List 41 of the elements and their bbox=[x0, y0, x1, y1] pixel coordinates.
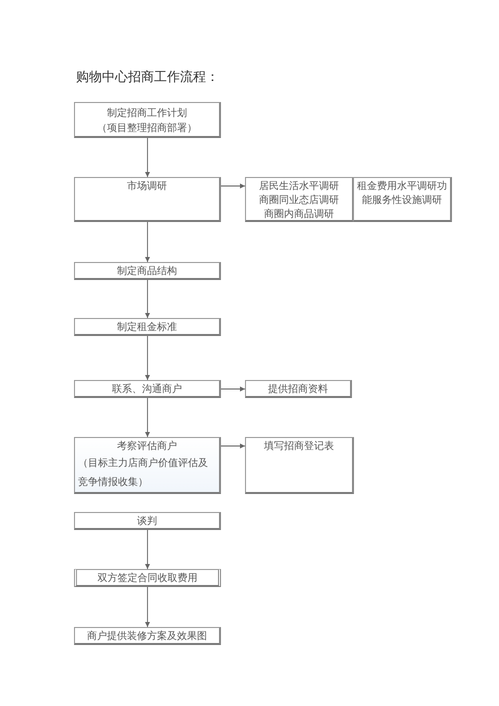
step-text: 居民生活水平调研 bbox=[258, 180, 340, 194]
arrow bbox=[145, 222, 150, 262]
step-text: 商圈内商品调研 bbox=[263, 208, 335, 222]
arrow bbox=[220, 386, 246, 392]
step-text: 联系、沟通商户 bbox=[111, 382, 183, 397]
step-text: 提供招商资料 bbox=[267, 382, 329, 397]
step-text: 双方签定合同收取费用 bbox=[96, 572, 198, 586]
step-text: 考察评估商户 bbox=[116, 440, 178, 454]
step-text: 制定商品结构 bbox=[116, 264, 178, 279]
process-box bbox=[74, 102, 221, 138]
arrow bbox=[145, 280, 150, 318]
step-text: 商圈同业态店调研 bbox=[258, 194, 340, 208]
process-box bbox=[245, 437, 354, 494]
process-box bbox=[74, 569, 221, 587]
arrow bbox=[220, 184, 246, 188]
step-text: （目标主力店商户价值评估及竞争情报收集） bbox=[78, 456, 209, 490]
process-box bbox=[74, 437, 221, 494]
step-text: （项目整理招商部署） bbox=[96, 122, 198, 136]
process-box bbox=[353, 177, 452, 222]
arrow bbox=[145, 336, 150, 380]
process-box bbox=[74, 177, 221, 222]
process-box bbox=[74, 512, 221, 530]
step-text: 市场调研 bbox=[126, 180, 168, 194]
diagram-title: 购物中心招商工作流程： bbox=[76, 68, 219, 86]
process-box bbox=[74, 627, 221, 645]
step-text: 商户提供装修方案及效果图 bbox=[86, 630, 208, 644]
process-box bbox=[74, 318, 221, 336]
arrow bbox=[145, 398, 150, 438]
process-box bbox=[74, 262, 221, 280]
step-text: 制定招商工作计划 bbox=[106, 106, 188, 121]
arrow bbox=[145, 586, 150, 628]
arrow bbox=[220, 444, 246, 448]
process-box bbox=[74, 380, 221, 398]
process-box bbox=[245, 380, 352, 398]
arrow bbox=[145, 138, 150, 178]
step-text: 租金费用水平调研功能服务性设施调研 bbox=[357, 180, 447, 208]
arrow bbox=[145, 530, 150, 570]
process-box bbox=[245, 177, 354, 222]
step-text: 填写招商登记表 bbox=[263, 440, 335, 454]
step-text: 制定租金标准 bbox=[116, 320, 178, 335]
step-text: 谈判 bbox=[136, 514, 158, 529]
